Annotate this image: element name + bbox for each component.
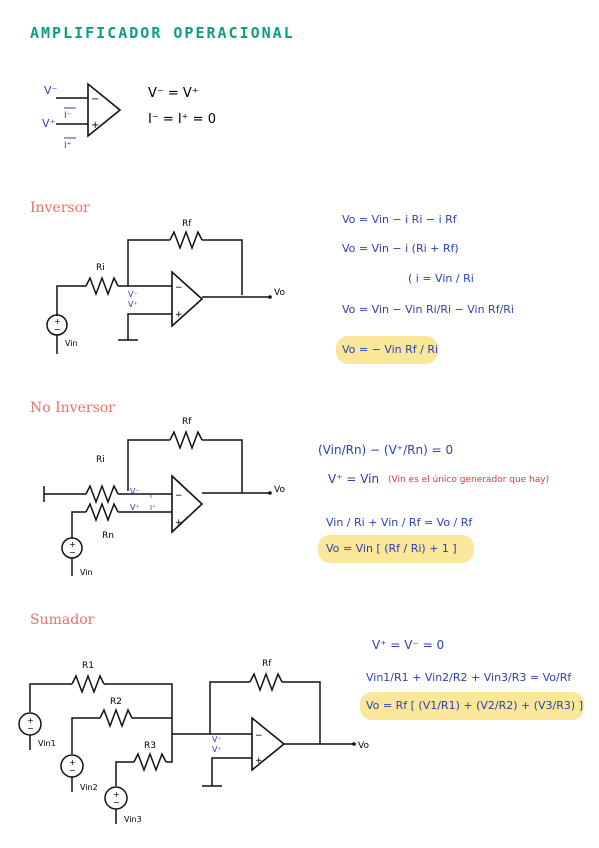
svg-text:+: + [69,758,76,767]
sumador-highlight [360,692,584,720]
page-title: AMPLIFICADOR OPERACIONAL [30,24,295,42]
label-iminus: I⁻ [64,111,72,121]
inversor-label-vminus: V⁻ [128,290,138,299]
inversor-label-vplus: V⁺ [128,300,138,309]
sumador-label-vo: Vo [358,741,369,751]
inversor-label-vo: Vo [274,288,285,298]
sumador-label-vin1: Vin1 [38,739,56,748]
no-inversor-label-rn: Rn [102,531,114,541]
inversor-eq-1: Vo = Vin − i Ri − i Rf [342,213,457,226]
svg-text:−: − [27,724,34,733]
svg-text:−: − [175,283,183,293]
section-header-sumador: Sumador [30,612,95,628]
no-inversor-eq-3: Vin / Ri + Vin / Rf = Vo / Rf [326,516,473,529]
intro-eq-1: V⁻ = V⁺ [148,86,199,101]
sumador-label-r3: R3 [144,741,156,751]
inversor-src-minus: − [54,325,61,334]
svg-text:−: − [69,548,76,557]
section-header-inversor: Inversor [30,200,90,216]
inversor-src-plus: + [54,317,61,326]
inversor-label-vin: Vin [65,339,78,348]
sumador-result: Vo = Rf [ (V1/R1) + (V2/R2) + (V3/R3) ] [366,699,583,712]
svg-text:−: − [255,731,263,741]
svg-text:+: + [113,790,120,799]
sumador-label-vin2: Vin2 [80,783,98,792]
sumador-label-vminus: V⁻ [212,735,222,744]
inversor-eq-4: Vo = Vin − Vin Ri/Ri − Vin Rf/Ri [342,303,514,316]
no-inversor-label-iminus: I⁻ [150,492,156,500]
svg-text:+: + [91,120,99,131]
svg-text:−: − [69,766,76,775]
no-inversor-label-vminus: V⁻ [130,487,140,496]
sumador-eq-2: Vin1/R1 + Vin2/R2 + Vin3/R3 = Vo/Rf [366,671,572,684]
sumador-circuit: − + +− +− +− R1 R2 R3 Rf V⁻ V⁺ Vo Vin1 V… [18,659,369,824]
intro-eq-2: I⁻ = I⁺ = 0 [148,112,216,127]
sumador-eq-1: V⁺ = V⁻ = 0 [372,638,445,652]
svg-text:+: + [27,716,34,725]
no-inversor-label-rf: Rf [182,417,192,427]
label-vplus: V⁺ [42,117,56,130]
sumador-label-vplus: V⁺ [212,745,222,754]
no-inversor-circuit: − + + − Rf Ri Rn V⁻ V⁺ I⁻ I⁺ Vo Vin [43,417,285,577]
svg-text:−: − [175,491,183,501]
svg-text:+: + [69,540,76,549]
intro-opamp-diagram: − + V⁻ V⁺ I⁻ I⁺ [42,82,122,151]
sumador-label-r1: R1 [82,661,94,671]
sumador-label-vin3: Vin3 [124,815,142,824]
inversor-eq-3: ( i = Vin / Ri [408,272,474,285]
no-inversor-note: (Vin es el único generador que hay) [388,475,550,485]
inversor-result: Vo = − Vin Rf / Ri [342,343,439,356]
section-header-no-inversor: No Inversor [30,400,115,416]
inversor-highlight [336,336,438,364]
no-inversor-label-vin: Vin [80,568,93,577]
no-inversor-highlight [318,535,474,563]
label-vminus: V⁻ [44,84,58,97]
svg-text:+: + [175,310,183,320]
no-inversor-label-iplus: I⁺ [150,504,156,512]
inversor-circuit: − + + − Rf Ri V⁻ V⁺ Vo Vin [46,219,285,354]
no-inversor-result: Vo = Vin [ (Rf / Ri) + 1 ] [326,542,457,555]
label-iplus: I⁺ [64,141,72,151]
svg-text:+: + [175,518,183,528]
no-inversor-label-ri: Ri [96,455,105,465]
svg-text:−: − [113,798,120,807]
inversor-eq-2: Vo = Vin − i (Ri + Rf) [342,242,459,255]
svg-text:+: + [255,756,263,766]
sumador-label-rf: Rf [262,659,272,669]
no-inversor-eq-1: (Vin/Rn) − (V⁺/Rn) = 0 [318,443,454,457]
no-inversor-label-vo: Vo [274,485,285,495]
svg-text:−: − [91,94,99,105]
no-inversor-label-vplus: V⁺ [130,503,140,512]
inversor-label-ri: Ri [96,263,105,273]
sumador-label-r2: R2 [110,697,122,707]
inversor-label-rf: Rf [182,219,192,229]
no-inversor-eq-2: V⁺ = Vin [328,472,380,486]
